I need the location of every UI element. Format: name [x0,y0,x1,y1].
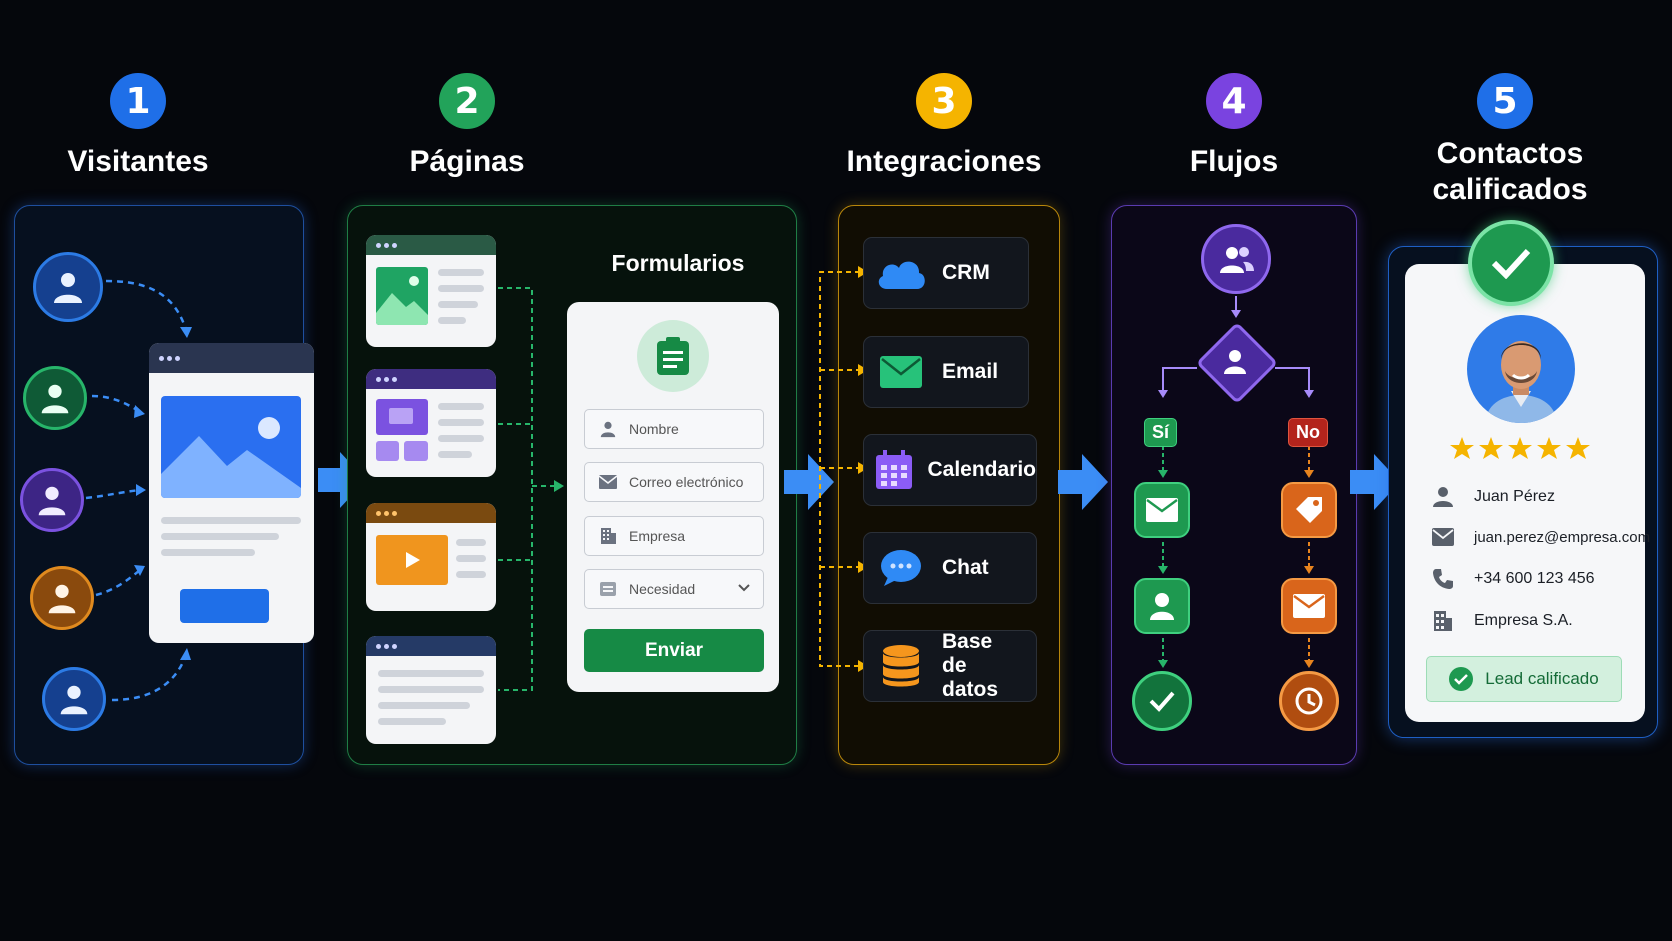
company-placeholder: Empresa [629,528,686,544]
step-4-number: 4 [1206,73,1262,129]
star-icon [1450,437,1590,459]
step-1-title: Visitantes [67,145,209,178]
mail-icon [1430,524,1456,550]
integration-chat[interactable]: Chat [863,532,1037,604]
step-3-number: 3 [916,73,972,129]
person-icon [38,486,66,516]
email-followup-icon [1281,578,1337,634]
name-field[interactable]: Nombre [584,409,764,449]
clipboard-icon [637,320,709,392]
submit-button[interactable]: Enviar [584,629,764,672]
flow-connectors [1158,296,1314,668]
avatar [1467,315,1575,423]
page-thumb-text [366,636,496,744]
landing-page-mockup [149,343,314,643]
qualified-badge-label: Lead calificado [1485,669,1599,688]
need-select[interactable]: Necesidad [584,569,764,609]
step-1-number: 1 [110,73,166,129]
contact-phone-row: +34 600 123 456 [1430,566,1595,592]
chevron-down-icon [737,581,751,598]
person-icon [48,584,76,614]
person-icon [597,418,619,440]
integration-crm[interactable]: CRM [863,237,1029,309]
page-thumb-video [366,503,496,611]
gallery-icon [376,399,428,435]
email-field[interactable]: Correo electrónico [584,462,764,502]
form-heading: Formularios [611,250,745,276]
rating-stars [1449,436,1595,462]
chat-icon [874,541,928,595]
qualified-badge[interactable]: Lead calificado [1426,656,1622,702]
arrow-2-icon [784,454,834,510]
page-thumb-gallery [366,369,496,477]
database-label: Base de datos [942,630,999,701]
step-2-title: Páginas [409,145,525,178]
contact-email-row: juan.perez@empresa.com [1430,524,1650,550]
database-icon [874,639,928,693]
mail-icon [597,471,619,493]
integration-email[interactable]: Email [863,336,1029,408]
contact-company-row: Empresa S.A. [1430,608,1573,634]
integration-database[interactable]: Base de datos [863,630,1037,702]
chat-label: Chat [942,556,989,579]
team-icon [1201,224,1271,294]
integration-calendar[interactable]: Calendario [863,434,1037,506]
email-placeholder: Correo electrónico [629,474,744,490]
hero-image-icon [161,396,301,498]
name-placeholder: Nombre [629,421,679,437]
list-icon [597,578,619,600]
step-5-title: Contactos calificados [1432,137,1588,206]
clock-icon [1279,671,1339,731]
company-field[interactable]: Empresa [584,516,764,556]
visitor-avatar-orange [30,566,94,630]
check-step-icon [1132,671,1192,731]
envelope-icon [874,345,928,399]
tag-step-icon [1281,482,1337,538]
contact-email: juan.perez@empresa.com [1474,528,1651,546]
need-placeholder: Necesidad [629,581,696,597]
yes-label: Sí [1144,418,1178,447]
contact-name: Juan Pérez [1474,488,1555,505]
contact-step-icon [1134,578,1190,634]
email-label: Email [942,360,999,383]
cta-button[interactable] [180,589,269,623]
step-5-number: 5 [1477,73,1533,129]
person-icon [41,384,69,414]
person-icon [1430,484,1456,510]
building-icon [597,525,619,547]
visitor-avatar-green [23,366,87,430]
image-icon [376,267,428,325]
pages-to-form-connectors [498,287,564,691]
person-icon [60,685,88,715]
qualified-check-icon [1468,220,1554,306]
person-icon [54,273,82,303]
visitor-connectors [85,279,192,702]
arrow-4-icon [1350,454,1400,510]
visitor-avatar-blue [33,252,103,322]
integration-connectors [819,266,868,672]
step-2-number: 2 [439,73,495,129]
check-circle-icon [1449,667,1474,691]
step-4-title: Flujos [1189,145,1279,178]
person-icon [1224,350,1246,374]
play-icon [376,535,448,585]
no-label: No [1288,418,1328,447]
calendar-label: Calendario [927,458,1036,481]
phone-icon [1430,566,1456,592]
page-thumb-image [366,235,496,347]
contact-phone: +34 600 123 456 [1474,570,1595,587]
contact-name-row: Juan Pérez [1430,484,1555,510]
contact-company: Empresa S.A. [1474,612,1573,629]
calendar-icon [874,443,913,497]
arrow-1-icon [318,452,366,508]
arrow-3-icon [1058,454,1108,510]
building-icon [1430,608,1456,634]
crm-label: CRM [942,261,990,284]
visitor-avatar-blue-2 [42,667,106,731]
step-3-title: Integraciones [846,145,1042,178]
email-step-icon [1134,482,1190,538]
cloud-icon [874,246,928,300]
visitor-avatar-purple [20,468,84,532]
